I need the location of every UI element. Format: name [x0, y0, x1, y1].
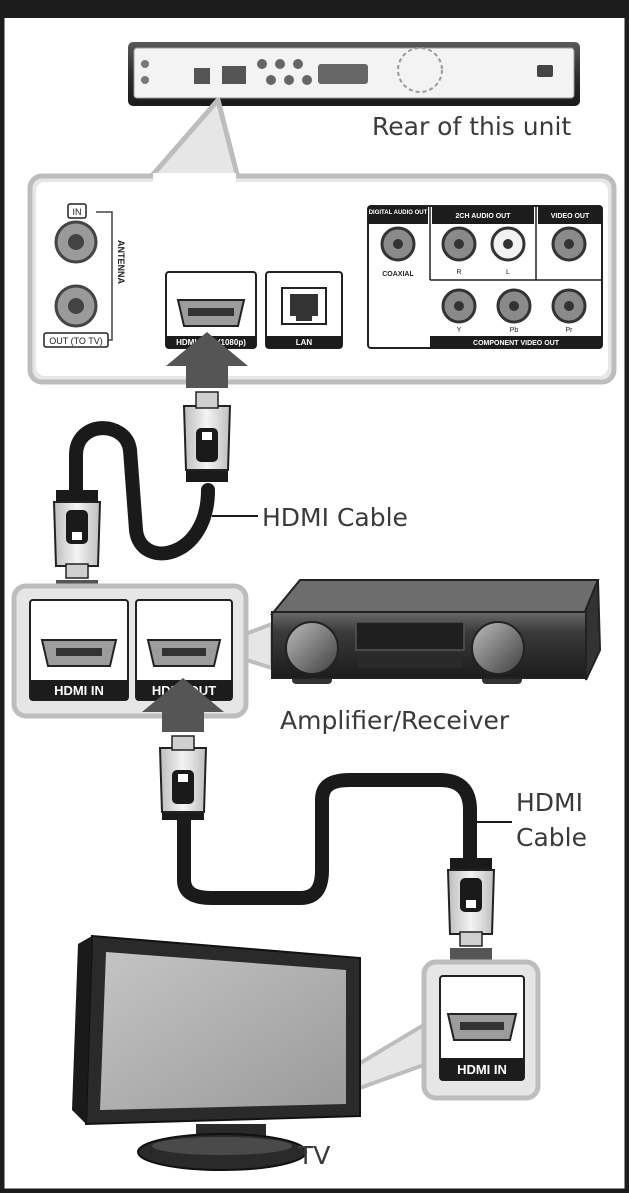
- amp-left-knob: [285, 621, 339, 675]
- amp-hdmi-panel: HDMI IN HDMI OUT: [11, 583, 274, 719]
- out-to-tv-label: OUT (TO TV): [49, 336, 103, 346]
- component-video-out-label: COMPONENT VIDEO OUT: [473, 340, 560, 347]
- amplifier-label: Amplifier/Receiver: [280, 706, 510, 735]
- audio-r-label: R: [456, 269, 461, 276]
- antenna-label: ANTENNA: [116, 240, 126, 284]
- lan-label: LAN: [296, 338, 313, 347]
- hdmi-cable-2-label-line1: HDMI: [516, 788, 583, 817]
- hdmi-plug-2-bottom: [446, 858, 496, 947]
- hdmi-cable-2: [177, 773, 477, 905]
- hdmi-plug-1-top: [182, 391, 232, 482]
- digital-audio-out-label: DIGITAL AUDIO OUT: [369, 210, 428, 216]
- rear-panel: IN ANTENNA OUT (TO TV) HDMI OUT (1080p) …: [27, 173, 617, 385]
- hdmi-cable-1-label: HDMI Cable: [262, 503, 408, 532]
- pr-label: Pr: [566, 327, 574, 334]
- amplifier: [269, 579, 602, 684]
- arrow-up-to-amp: [142, 678, 224, 732]
- top-bar: [2, 2, 627, 18]
- tv-label: TV: [298, 1141, 331, 1170]
- antenna-in-label: IN: [73, 207, 82, 217]
- tv-hdmi-panel: HDMI IN: [421, 959, 541, 1101]
- rear-of-unit-label: Rear of this unit: [372, 112, 572, 141]
- amp-right-knob: [471, 621, 525, 675]
- tv: [72, 934, 434, 1171]
- player-rear: [128, 42, 580, 106]
- amp-hdmi-in-label: HDMI IN: [54, 683, 104, 698]
- amp-display: [355, 621, 465, 651]
- tv-screen: [100, 952, 346, 1110]
- ch-audio-out-label: 2CH AUDIO OUT: [456, 213, 512, 220]
- hdmi-cable-2-label-line2: Cable: [516, 823, 587, 852]
- coaxial-label: COAXIAL: [382, 271, 414, 278]
- y-label: Y: [457, 327, 462, 334]
- hdmi-plug-2-top: [158, 735, 208, 820]
- hdmi-plug-1-bottom: [52, 490, 102, 579]
- pb-label: Pb: [510, 327, 519, 334]
- hdmi-cable-1: [69, 421, 215, 561]
- arrow-up-to-player: [166, 332, 248, 388]
- audio-l-label: L: [506, 269, 510, 276]
- video-out-label: VIDEO OUT: [551, 213, 590, 220]
- tv-hdmi-in-label: HDMI IN: [457, 1062, 507, 1077]
